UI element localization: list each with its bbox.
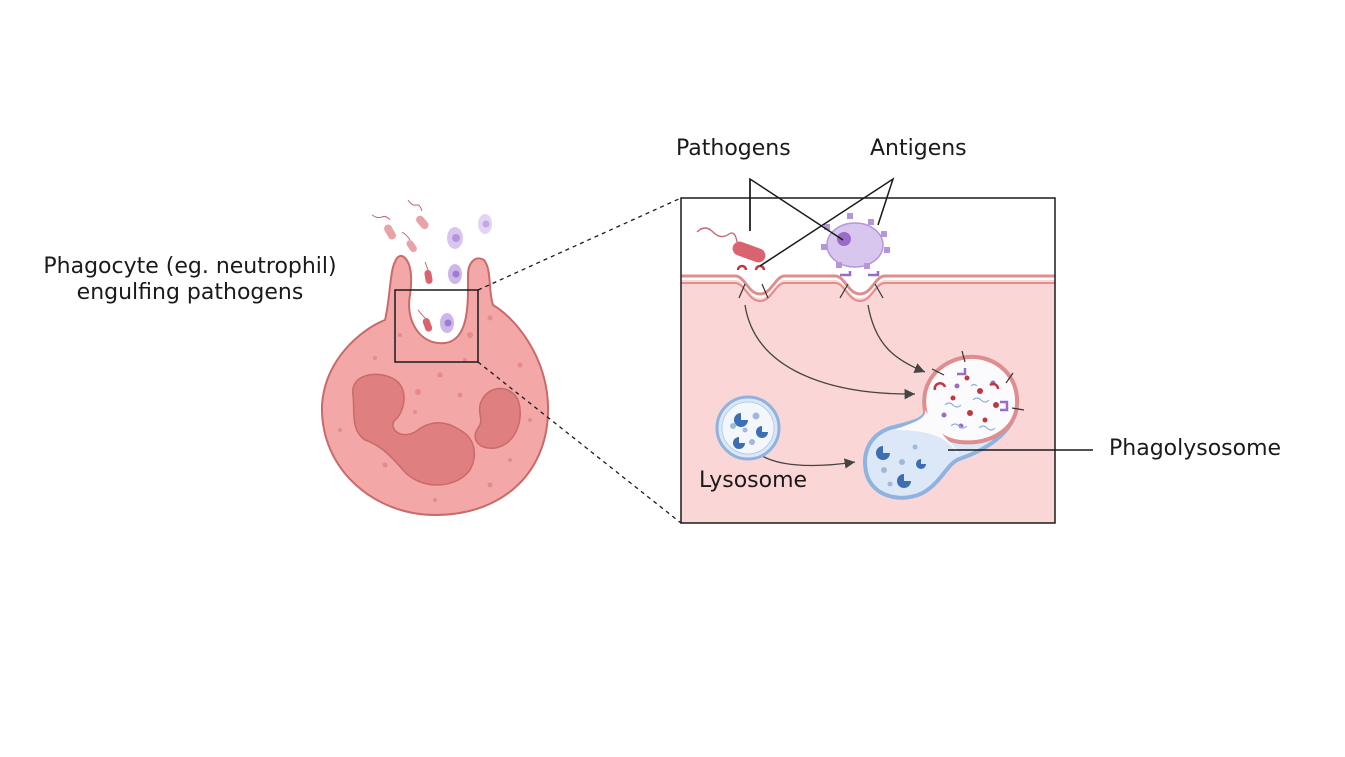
arrow-antigen-path — [867, 304, 926, 373]
arrow-pathogen-path — [744, 304, 916, 400]
lysosome-icon — [715, 395, 781, 461]
antigens-label: Antigens — [870, 136, 967, 161]
zoom-panel — [681, 198, 1055, 523]
phagocyte-label-line2: engulfing pathogens — [76, 280, 304, 306]
antigen-cell-icon — [821, 213, 890, 277]
membrane-receptors — [738, 283, 884, 299]
antigens-leaders — [759, 177, 895, 267]
pathogens-leaders — [749, 177, 844, 241]
pathogens-label: Pathogens — [676, 136, 791, 161]
zoom-line-bottom — [477, 361, 682, 524]
phagolysosome-icon — [863, 350, 1025, 500]
phagocyte-label-line1: Phagocyte (eg. neutrophil) — [43, 254, 337, 279]
cytoplasm-granules — [338, 315, 532, 502]
phagocyte-label: Phagocyte (eg. neutrophil) engulfing pat… — [30, 254, 350, 307]
phagocyte-cell-icon — [320, 199, 550, 517]
lysosome-label: Lysosome — [699, 468, 808, 493]
zoom-source-box — [394, 289, 479, 363]
floating-pathogens — [371, 199, 492, 284]
phagolysosome-label: Phagolysosome — [1109, 436, 1282, 461]
zoom-panel-border — [680, 197, 1056, 524]
zoom-line-top — [477, 197, 682, 291]
